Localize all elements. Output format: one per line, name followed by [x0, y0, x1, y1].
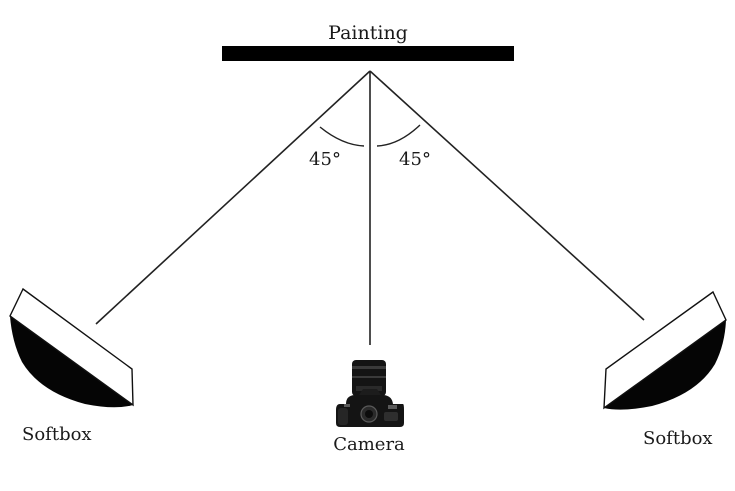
softbox-right-icon [603, 290, 727, 410]
angle-arc-right [376, 124, 421, 147]
softbox-right-label: Softbox [643, 428, 713, 449]
angle-label-left: 45° [309, 149, 341, 170]
softbox-left-icon [9, 287, 134, 408]
softbox-left-label: Softbox [22, 424, 92, 445]
line-to-left-softbox [95, 70, 371, 325]
camera-icon [336, 360, 404, 427]
painting-bar [222, 46, 514, 61]
angle-arcs [319, 124, 421, 147]
angle-label-right: 45° [399, 149, 431, 170]
light-lines [95, 70, 645, 345]
camera-label: Camera [333, 434, 405, 455]
angle-arc-left [319, 126, 365, 147]
line-to-right-softbox [369, 70, 645, 321]
softbox-left-diffuser [9, 287, 134, 407]
painting-label: Painting [328, 22, 408, 44]
softbox-right-diffuser [603, 290, 727, 410]
